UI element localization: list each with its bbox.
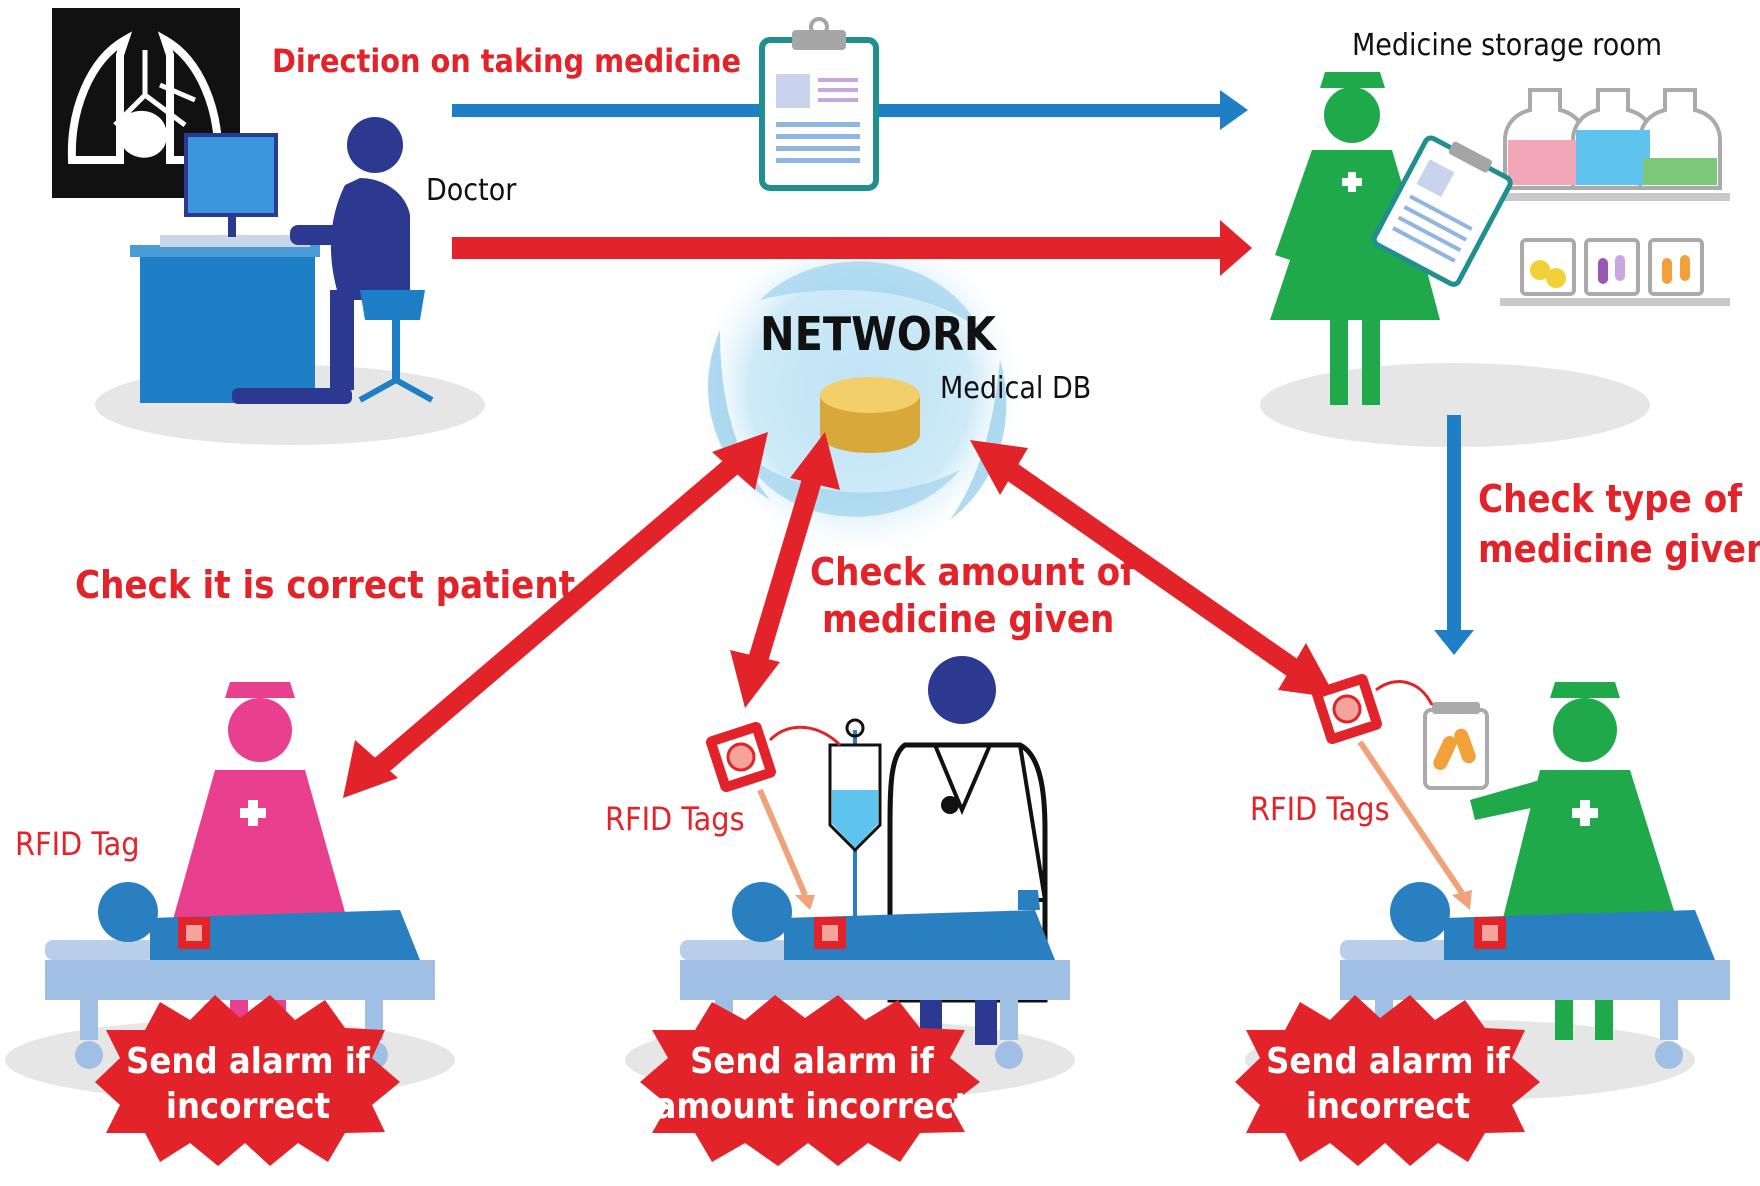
rfid-tags-right-label: RFID Tags bbox=[1250, 790, 1390, 828]
check-type-label-line2: medicine given bbox=[1478, 527, 1760, 571]
alarm-burst-right bbox=[1235, 995, 1540, 1166]
doctor-label: Doctor bbox=[426, 173, 517, 208]
database-icon bbox=[820, 377, 920, 453]
alarm-right-line2: incorrect bbox=[1306, 1086, 1470, 1127]
alarm-burst-center bbox=[640, 995, 980, 1166]
rfid-tag-label: RFID Tag bbox=[15, 825, 140, 863]
alarm-left-line2: incorrect bbox=[166, 1086, 330, 1127]
network-flow-arrow bbox=[452, 220, 1252, 276]
rfid-tag-icon-right bbox=[1312, 674, 1472, 910]
patient-bed-right bbox=[1340, 882, 1730, 1069]
medicine-jar-icon bbox=[1423, 702, 1489, 790]
nurse-storage-figure bbox=[1270, 72, 1513, 405]
check-type-label-line1: Check type of bbox=[1478, 477, 1743, 521]
check-amount-label-line1: Check amount of bbox=[810, 550, 1136, 594]
alarm-burst-left bbox=[95, 995, 400, 1166]
network-label: NETWORK bbox=[760, 307, 998, 361]
rfid-tag-icon-center bbox=[706, 722, 842, 910]
patient-bed-left bbox=[45, 882, 435, 1069]
network-link-center bbox=[730, 432, 840, 708]
check-type-arrow bbox=[1434, 415, 1474, 655]
medicine-shelves bbox=[1500, 88, 1730, 306]
green-nurse-figure bbox=[1470, 682, 1680, 1040]
clipboard-icon bbox=[759, 17, 879, 191]
iv-drip-icon bbox=[828, 718, 882, 925]
alarm-right-line1: Send alarm if bbox=[1266, 1041, 1511, 1082]
check-patient-label: Check it is correct patient bbox=[75, 563, 575, 607]
rfid-tags-center-label: RFID Tags bbox=[605, 800, 745, 838]
direction-label: Direction on taking medicine bbox=[272, 42, 741, 80]
network-link-right bbox=[970, 440, 1336, 698]
check-amount-label-line2: medicine given bbox=[822, 597, 1114, 641]
alarm-center-line2: amount incorrect bbox=[655, 1086, 970, 1127]
alarm-left-line1: Send alarm if bbox=[126, 1041, 371, 1082]
storage-room-label: Medicine storage room bbox=[1352, 28, 1662, 63]
network-link-left bbox=[343, 432, 768, 798]
doctor-figure bbox=[130, 117, 434, 404]
patient-bed-center bbox=[680, 882, 1070, 1069]
medical-db-label: Medical DB bbox=[940, 371, 1091, 406]
alarm-center-line1: Send alarm if bbox=[690, 1041, 935, 1082]
